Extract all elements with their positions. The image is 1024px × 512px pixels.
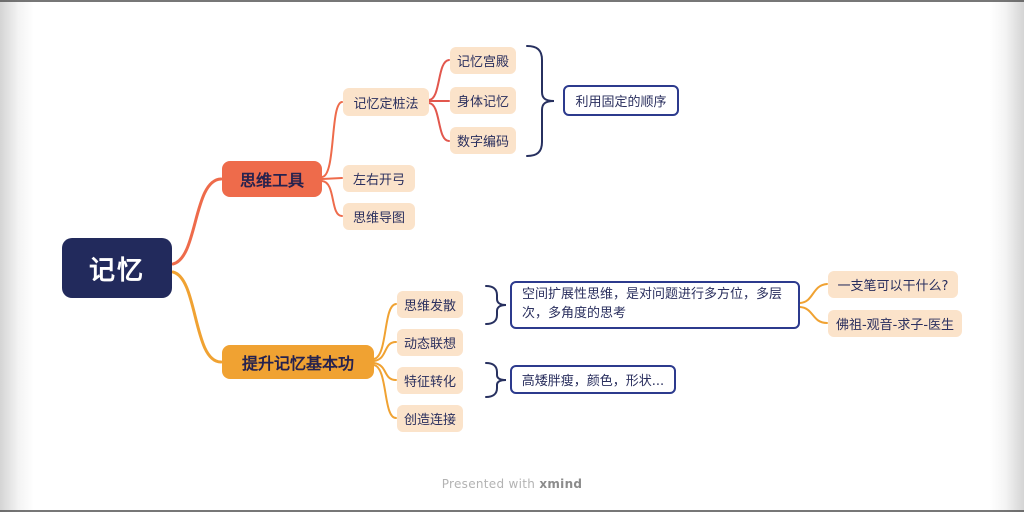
node-body-memory[interactable]: 身体记忆 [450, 87, 516, 114]
node-thinking-tools[interactable]: 思维工具 [222, 161, 322, 197]
node-number-encoding[interactable]: 数字编码 [450, 127, 516, 154]
node-buddha-association[interactable]: 佛祖-观音-求子-医生 [828, 310, 962, 337]
node-basic-skills[interactable]: 提升记忆基本功 [222, 345, 374, 379]
node-ambidexterity[interactable]: 左右开弓 [343, 165, 415, 192]
link-spatial-buddha [799, 306, 828, 324]
link-thinking-pegging [321, 101, 343, 178]
node-feature-transform[interactable]: 特征转化 [397, 367, 463, 394]
node-create-connection[interactable]: 创造连接 [397, 405, 463, 432]
root-node-memory[interactable]: 记忆 [62, 238, 172, 298]
curly-brace-spatial-icon [485, 285, 507, 325]
footer-presented-text: Presented with [441, 477, 536, 491]
curly-brace-fixed-order-icon [526, 45, 555, 157]
frame-edge-left [0, 0, 34, 512]
branch1-links [321, 101, 343, 217]
link-skills-dynamic [373, 341, 397, 362]
node-memory-pegging[interactable]: 记忆定桩法 [343, 88, 429, 116]
node-pen-example[interactable]: 一支笔可以干什么? [828, 271, 958, 298]
link-skills-create [373, 364, 397, 419]
link-root-basic-skills [171, 270, 223, 364]
node-divergent-thinking[interactable]: 思维发散 [397, 291, 463, 318]
link-spatial-pen [799, 283, 828, 304]
link-root-thinking-tools [171, 177, 223, 266]
brand-xmind: xmind [539, 477, 583, 491]
callout-fixed-order[interactable]: 利用固定的顺序 [563, 85, 679, 116]
node-memory-palace[interactable]: 记忆宫殿 [450, 47, 516, 74]
link-thinking-mindmap [321, 180, 343, 217]
callout-spatial-thinking[interactable]: 空间扩展性思维，是对问题进行多方位，多层次，多角度的思考 [510, 281, 800, 329]
pegging-links [428, 59, 450, 142]
callout-appearance[interactable]: 高矮胖瘦，颜色，形状... [510, 365, 676, 394]
link-skills-feature [373, 362, 397, 381]
frame-edge-right [990, 0, 1024, 512]
node-dynamic-association[interactable]: 动态联想 [397, 329, 463, 356]
frame-line-top [0, 0, 1024, 2]
link-thinking-ambidexterity [321, 177, 343, 180]
link-skills-divergent [373, 303, 397, 360]
link-pegging-palace [428, 59, 450, 101]
link-pegging-digits [428, 102, 450, 142]
root-branch-links [171, 177, 223, 364]
curly-brace-appearance-icon [485, 362, 507, 398]
footer-credit: Presented with xmind [0, 477, 1024, 491]
node-mind-map[interactable]: 思维导图 [343, 203, 415, 230]
